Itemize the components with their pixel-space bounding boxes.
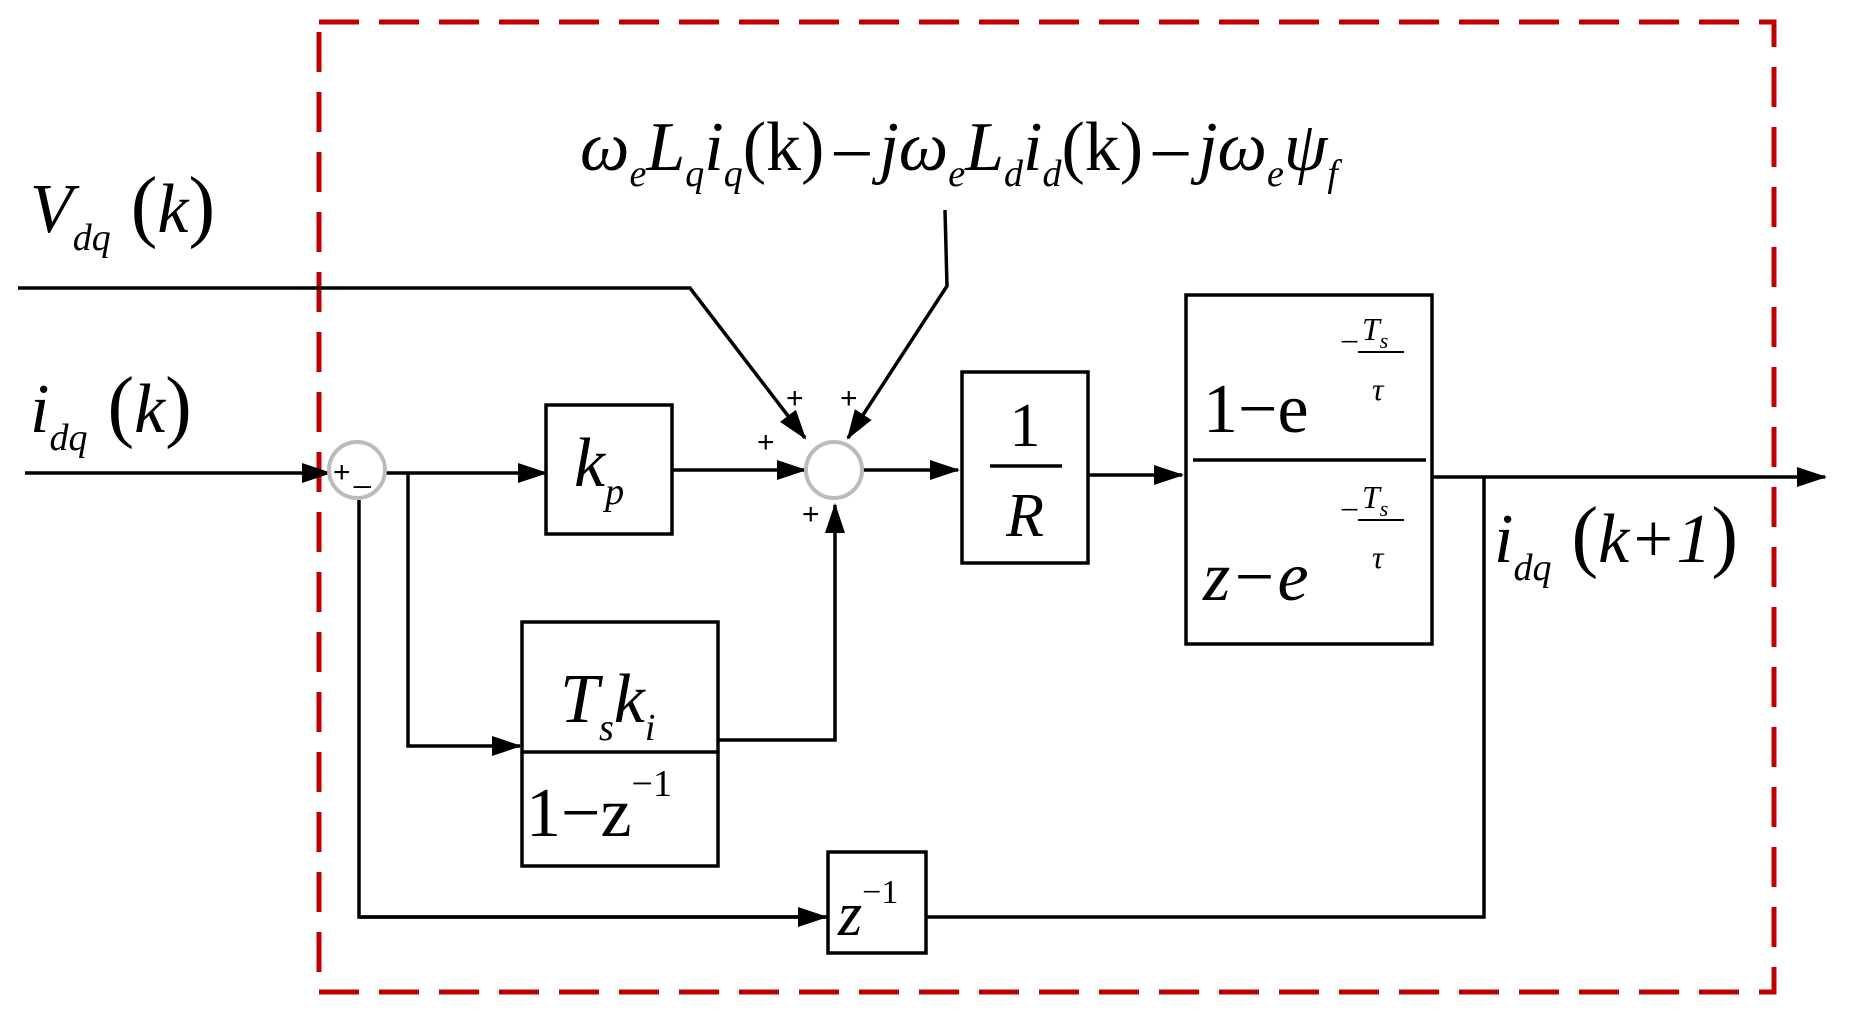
- delay-block: [826, 850, 928, 955]
- decoupling-term-label: ωeLqiq(k)–jωeLdid(k)–jωeψf: [580, 109, 1342, 195]
- sum-top-left-plus-sign: +: [786, 382, 804, 415]
- proportional-gain-block: [544, 403, 674, 536]
- plant-denominator: z−e: [1202, 539, 1309, 616]
- sum-left-plus-sign: +: [757, 426, 775, 459]
- plant-numerator: 1−e: [1203, 371, 1309, 448]
- error-plus-sign: +: [333, 456, 351, 489]
- controller-boundary: [316, 19, 1777, 995]
- plant-numerator-exp-ts: Ts: [1362, 311, 1388, 353]
- plant-denominator-exp-ts: Ts: [1362, 479, 1388, 521]
- delay-label: z−1: [837, 874, 898, 949]
- voltage-input-label: Vdq (k): [30, 162, 215, 259]
- sum-top-right-plus-sign: +: [840, 382, 858, 415]
- error-summing-junction: [327, 440, 387, 500]
- plant-numerator-exp-sign: −: [1340, 324, 1359, 361]
- plant-denominator-exp-tau: τ: [1372, 539, 1385, 575]
- inverse-resistance-numerator: 1: [1010, 392, 1041, 460]
- plant-numerator-exp-tau: τ: [1372, 371, 1385, 407]
- feedback-down-wire: [926, 477, 1486, 919]
- integral-denominator: 1−z−1: [526, 763, 672, 852]
- sum-bottom-plus-sign: +: [802, 498, 820, 531]
- inverse-resistance-denominator: R: [1005, 482, 1044, 550]
- error-to-integral-wire: [406, 473, 522, 756]
- proportional-gain-label: kp: [574, 425, 624, 513]
- current-input-label: idq (k): [30, 362, 192, 459]
- main-summing-junction: [804, 440, 864, 500]
- output-label: idq (k+1): [1494, 492, 1738, 589]
- integral-to-sum-wire: [718, 503, 845, 742]
- error-minus-sign: _: [353, 456, 372, 489]
- plant-block: [1184, 293, 1434, 646]
- decoupling-term-wire: [846, 209, 949, 440]
- integral-block: [520, 620, 720, 868]
- integral-numerator: Tski: [560, 661, 655, 749]
- voltage-input-wire: [18, 286, 807, 440]
- plant-denominator-exp-sign: −: [1340, 492, 1359, 529]
